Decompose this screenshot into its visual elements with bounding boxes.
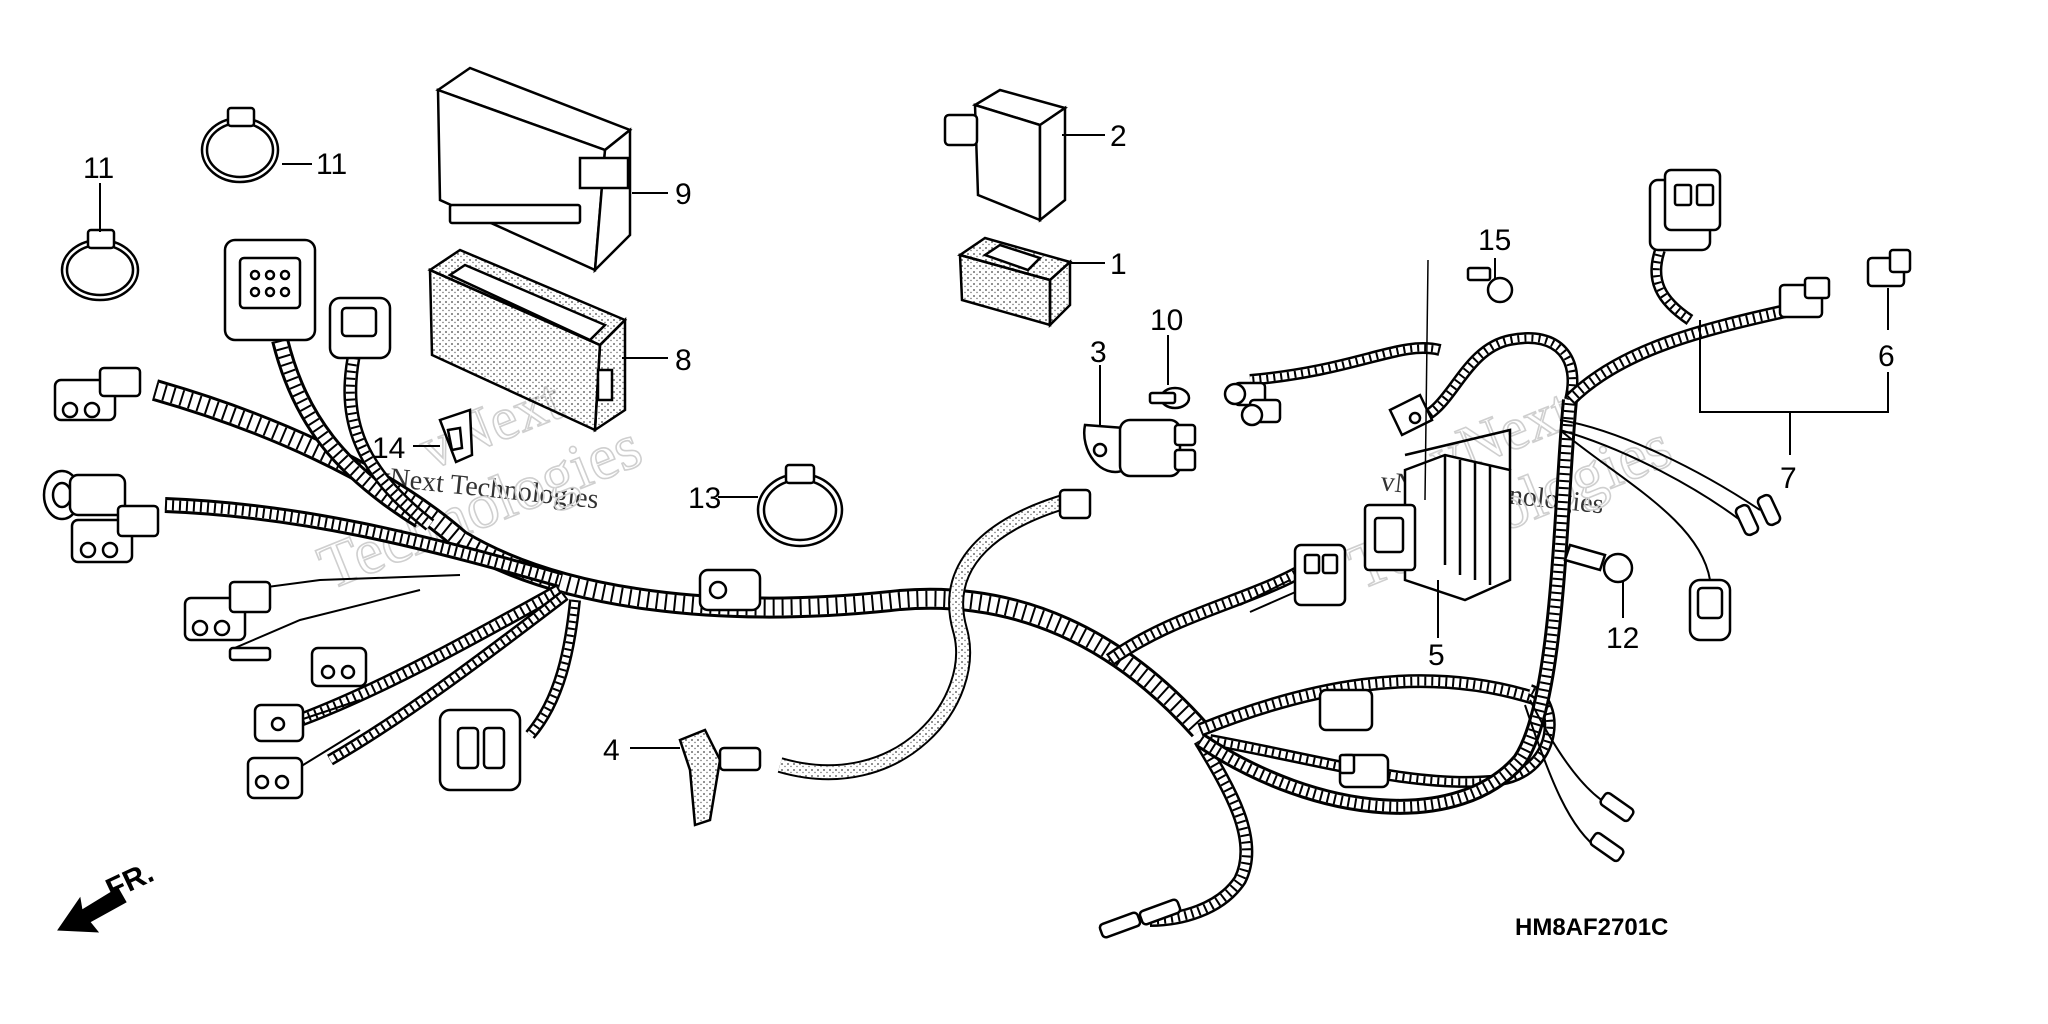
callout-4: 4	[603, 734, 620, 767]
callout-6: 6	[1878, 340, 1895, 373]
front-direction-indicator: FR.	[57, 856, 159, 933]
connector-right-mid	[1688, 493, 1782, 642]
leader-lines	[99, 134, 1889, 749]
callout-13: 13	[688, 482, 721, 515]
callout-8: 8	[675, 344, 692, 377]
bolt-10	[1148, 386, 1191, 410]
bolt-12	[1563, 543, 1634, 584]
cap-6	[1866, 248, 1912, 288]
terminals-bottom	[1098, 791, 1635, 939]
main-harness	[151, 248, 1792, 927]
connector-right-top	[1223, 381, 1282, 427]
connector-left-6	[246, 756, 304, 800]
ecu-module-9	[435, 66, 633, 274]
callout-labels: 11 11 9 8 14 13 2 1 3 10 4 5 15 12 6 7	[83, 120, 1895, 767]
callout-3: 3	[1090, 336, 1107, 369]
callout-11b: 11	[316, 148, 347, 181]
terminal-left	[228, 646, 272, 662]
relay-cover-1	[957, 236, 1073, 329]
regulator-connector	[1293, 543, 1347, 607]
starter-relay-3	[1058, 418, 1197, 520]
relay-2	[943, 88, 1068, 223]
connector-small-top	[328, 296, 392, 360]
callout-5: 5	[1428, 639, 1445, 672]
connector-multipin	[223, 238, 317, 342]
connector-left-1	[53, 366, 142, 422]
bracket-stay	[1388, 259, 1434, 501]
connector-left-5	[253, 703, 305, 743]
ecu-case-8	[427, 248, 628, 433]
band-11-left	[60, 228, 140, 302]
diagram-code: HM8AF2701C	[1515, 914, 1668, 941]
bolt-15	[1466, 266, 1514, 304]
left-connectors	[42, 238, 762, 800]
callout-12: 12	[1606, 622, 1639, 655]
band-11-top	[200, 106, 280, 184]
callout-14: 14	[372, 432, 405, 465]
connector-left-4	[310, 646, 368, 688]
callout-7: 7	[1780, 462, 1797, 495]
callout-1: 1	[1110, 248, 1127, 281]
plug-cap-4	[678, 728, 762, 827]
callout-15: 15	[1478, 224, 1511, 257]
callout-2: 2	[1110, 120, 1127, 153]
connector-left-2	[70, 504, 160, 564]
connector-7-small	[1778, 276, 1831, 319]
front-arrow-icon	[57, 887, 127, 933]
band-13	[756, 463, 844, 548]
grommet-left	[42, 469, 127, 521]
regulator-5	[1363, 428, 1512, 602]
clip-14	[438, 408, 474, 464]
connector-left-3	[183, 580, 272, 642]
callout-11a: 11	[83, 152, 114, 185]
connector-7-main	[1648, 168, 1722, 252]
callout-9: 9	[675, 178, 692, 211]
connector-left-large	[438, 708, 522, 792]
coupler-trunk	[698, 568, 762, 612]
callout-10: 10	[1150, 304, 1183, 337]
connector-bottom-mid	[1318, 688, 1390, 789]
